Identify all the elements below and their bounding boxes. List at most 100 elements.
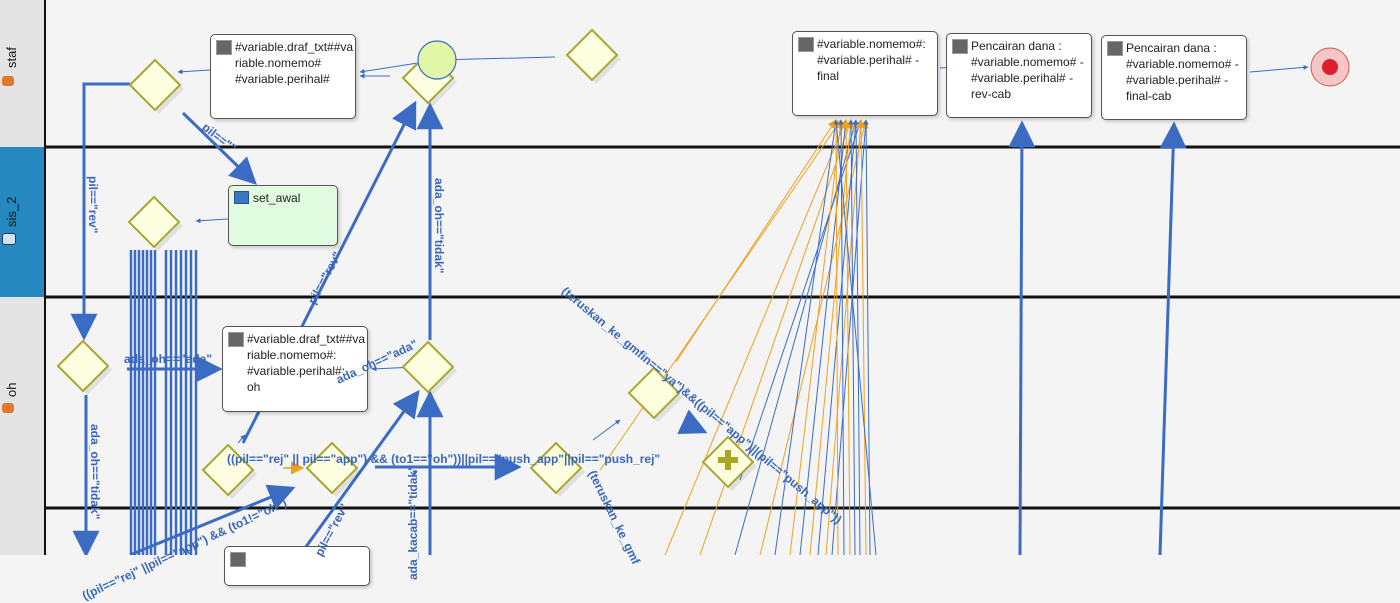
user-task-icon: [1107, 41, 1123, 56]
exclusive-gateway[interactable]: [201, 443, 257, 499]
task-text: #variable.nomemo#:: [817, 37, 926, 51]
sequence-flow[interactable]: [1008, 120, 1036, 555]
plus-icon[interactable]: [718, 450, 738, 470]
edge-label: ((pil=="rej" || pil=="app") && (to1=="oh…: [227, 452, 661, 466]
sequence-flow[interactable]: [177, 69, 211, 75]
user-task-icon: [230, 552, 246, 567]
gateway-diamond[interactable]: [56, 339, 110, 393]
sequence-flow[interactable]: [853, 119, 861, 555]
task-oh-draft[interactable]: #variable.draf_txt##va riable.nomemo#: #…: [222, 326, 368, 412]
task-set-awal[interactable]: set_awal: [228, 185, 338, 246]
sequence-flow[interactable]: [863, 119, 871, 555]
user-task-icon: [798, 37, 814, 52]
gateway-diamond[interactable]: [128, 58, 182, 112]
lane-label: staf: [4, 47, 19, 68]
task-text: #variable.perihal# -: [1126, 73, 1229, 87]
sequence-flow[interactable]: [237, 434, 246, 444]
gateway-diamond[interactable]: [401, 340, 455, 394]
sequence-flow[interactable]: [799, 119, 849, 555]
user-group-icon: [2, 403, 14, 413]
gateway-diamond[interactable]: [565, 28, 619, 82]
task-text: Pencairan dana :: [1126, 41, 1217, 55]
lane-label: sis_2: [4, 196, 19, 227]
sequence-flow[interactable]: [195, 218, 229, 224]
gateway-diamond[interactable]: [627, 366, 681, 420]
task-partial-bottom[interactable]: [224, 546, 370, 586]
lane-header-staf[interactable]: staf: [0, 0, 46, 147]
task-text: final-cab: [1126, 89, 1172, 103]
converging-flows: [599, 119, 877, 555]
sequence-flow[interactable]: [1249, 64, 1309, 73]
exclusive-gateway[interactable]: [401, 340, 457, 396]
sequence-flow[interactable]: [833, 119, 877, 555]
task-text: #variable.perihal# -: [817, 53, 920, 67]
user-task-icon: [952, 39, 968, 54]
lane-label: oh: [4, 382, 19, 397]
task-text: #variable.perihal#:: [247, 364, 346, 378]
exclusive-gateway[interactable]: [305, 441, 361, 497]
sequence-flow[interactable]: [675, 119, 837, 363]
gateway-diamond[interactable]: [127, 195, 181, 249]
task-text: rev-cab: [971, 87, 1012, 101]
sequence-flow[interactable]: [841, 119, 851, 555]
sequence-flow[interactable]: [181, 111, 257, 185]
task-rev-cab[interactable]: Pencairan dana : #variable.nomemo# - #va…: [946, 33, 1092, 118]
exclusive-gateway[interactable]: [627, 366, 683, 422]
sequence-flow[interactable]: [856, 119, 867, 555]
edge-label: pil=="rev": [86, 176, 100, 234]
task-staf-draft[interactable]: #variable.draf_txt##va riable.nomemo# #v…: [210, 34, 356, 119]
task-final[interactable]: #variable.nomemo#: #variable.perihal# - …: [792, 31, 938, 116]
sequence-flow[interactable]: [1158, 121, 1187, 555]
task-text: #variable.draf_txt##va: [235, 40, 354, 54]
task-final-cab[interactable]: Pencairan dana : #variable.nomemo# - #va…: [1101, 35, 1247, 120]
task-text: #variable.perihal# -: [971, 71, 1074, 85]
sequence-flow[interactable]: [677, 409, 708, 434]
exclusive-gateway[interactable]: [56, 339, 112, 395]
task-text: final: [817, 69, 840, 83]
task-text: set_awal: [253, 191, 301, 205]
lane-header-sis-2[interactable]: sis_2: [0, 147, 46, 297]
sequence-flow[interactable]: [70, 82, 130, 341]
gateway-diamond[interactable]: [305, 441, 359, 495]
exclusive-gateway[interactable]: [565, 28, 621, 84]
computer-icon: [2, 233, 16, 245]
gateway-diamond[interactable]: [529, 441, 583, 495]
sequence-flow[interactable]: [359, 56, 556, 74]
sequence-flow[interactable]: [848, 119, 856, 555]
user-task-icon: [216, 40, 232, 55]
sequence-flow[interactable]: [831, 119, 841, 555]
start-event[interactable]: [417, 40, 457, 80]
sequence-flow[interactable]: [129, 484, 296, 555]
task-text: riable.nomemo#:: [247, 348, 337, 362]
sequence-flow[interactable]: [592, 419, 621, 441]
user-task-icon: [228, 332, 244, 347]
edge-label: ada_oh=="tidak": [432, 178, 446, 274]
sequence-flow[interactable]: [298, 389, 420, 555]
service-task-icon: [234, 191, 249, 204]
task-text: riable.nomemo#: [235, 56, 322, 70]
task-text: Pencairan dana :: [971, 39, 1062, 53]
sequence-flow[interactable]: [759, 119, 869, 555]
exclusive-gateway[interactable]: [128, 58, 184, 114]
sequence-flow[interactable]: [664, 119, 848, 555]
exclusive-gateway[interactable]: [127, 195, 183, 251]
sequence-flow[interactable]: [599, 119, 842, 471]
gateway-diamond[interactable]: [201, 443, 255, 497]
parallel-gateway[interactable]: [701, 435, 757, 491]
lane-header-4[interactable]: [0, 508, 46, 555]
task-text: #variable.perihal#: [235, 72, 330, 86]
exclusive-gateway[interactable]: [529, 441, 585, 497]
task-text: #variable.draf_txt##va: [247, 332, 366, 346]
edge-label: ada_oh=="tidak": [88, 424, 102, 520]
lane-header-oh[interactable]: oh: [0, 297, 46, 508]
sequence-flow[interactable]: [739, 119, 862, 481]
sequence-flow[interactable]: [825, 119, 865, 555]
sequence-flow[interactable]: [734, 119, 858, 555]
sequence-flow[interactable]: [789, 119, 845, 555]
task-text: oh: [247, 380, 261, 394]
sequence-flow[interactable]: [838, 119, 845, 555]
end-event[interactable]: [1310, 47, 1350, 87]
sequence-flow[interactable]: [774, 119, 838, 555]
sequence-flow[interactable]: [809, 119, 855, 555]
task-text: #variable.nomemo# -: [1126, 57, 1239, 71]
